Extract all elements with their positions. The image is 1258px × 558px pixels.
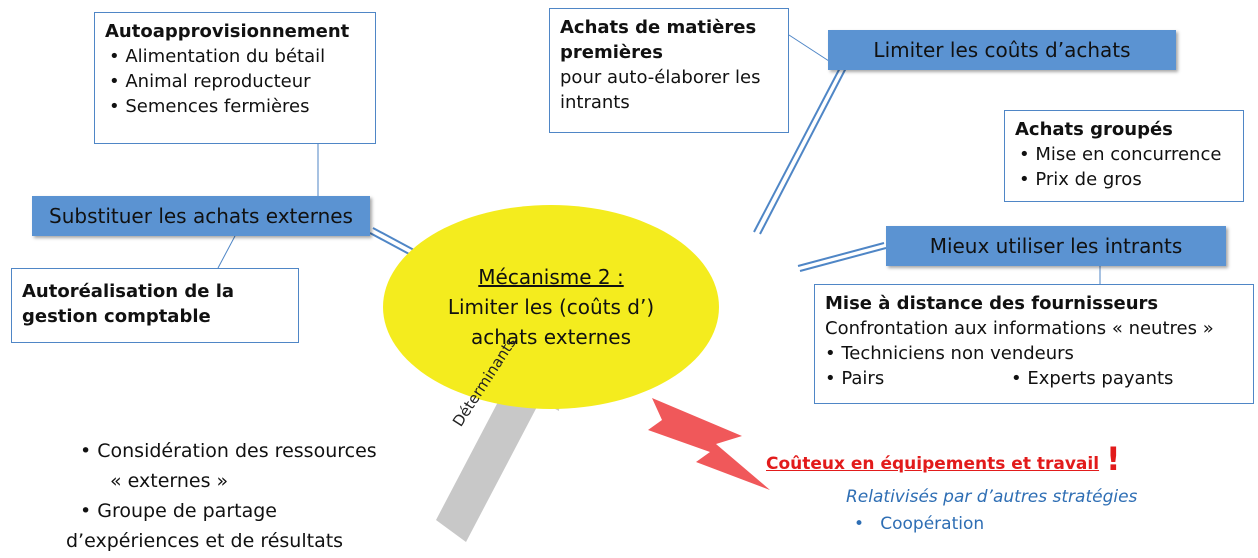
box-achats-groupes: Achats groupés Mise en concurrence Prix … [1004, 110, 1244, 202]
box-text: pour auto-élaborer les [560, 67, 761, 88]
box-heading: premières [560, 42, 663, 63]
label-mieux-utiliser: Mieux utiliser les intrants [886, 226, 1226, 266]
label-limiter-couts: Limiter les coûts d’achats [828, 30, 1176, 70]
box-autoapprovisionnement: Autoapprovisionnement Alimentation du bé… [94, 12, 376, 144]
box-heading: Autoréalisation de la [22, 281, 235, 302]
relativises-block: Relativisés par d’autres stratégies • Co… [846, 484, 1137, 538]
box-mise-a-distance: Mise à distance des fournisseurs Confron… [814, 284, 1254, 404]
center-line: achats externes [470, 325, 631, 349]
list-item: Semences fermières [105, 94, 365, 119]
determinant-item: « externes » [110, 470, 229, 492]
list-item-text: Techniciens non vendeurs [841, 343, 1074, 364]
center-title: Mécanisme 2 : [478, 265, 624, 289]
box-autorealisation: Autoréalisation de la gestion comptable [11, 268, 299, 343]
exclamation-icon: ! [1106, 440, 1121, 478]
list-item-row: • Pairs • Experts payants [825, 366, 1243, 391]
box-text: intrants [560, 92, 630, 113]
box-heading: gestion comptable [22, 306, 211, 327]
determinant-item: • Groupe de partage [80, 500, 277, 522]
box-text: Confrontation aux informations « neutres… [825, 318, 1214, 339]
label-substituer-achats: Substituer les achats externes [32, 196, 370, 236]
list-item-text: Experts payants [1027, 368, 1174, 389]
box-achats-matieres: Achats de matières premières pour auto-é… [549, 8, 789, 133]
box-heading: Mise à distance des fournisseurs [825, 293, 1159, 314]
box-heading: Achats de matières [560, 17, 757, 38]
list-item: Animal reproducteur [105, 69, 365, 94]
relativises-item-text: Coopération [880, 514, 985, 534]
list-item: Mise en concurrence [1015, 142, 1233, 167]
lightning-icon [648, 398, 770, 490]
connector-matieres [788, 34, 833, 64]
determinant-item: • Considération des ressources [80, 440, 377, 462]
connector-autorealisation [217, 235, 236, 269]
list-item: • Techniciens non vendeurs [825, 343, 1074, 364]
box-list: Mise en concurrence Prix de gros [1015, 142, 1233, 192]
center-line: Limiter les (coûts d’) [447, 295, 655, 319]
list-item: Prix de gros [1015, 167, 1233, 192]
list-item: • Pairs [825, 368, 885, 389]
box-list: Alimentation du bétail Animal reproducte… [105, 44, 365, 119]
list-item: • Experts payants [1011, 368, 1174, 389]
warning-text: Coûteux en équipements et travail [766, 454, 1100, 474]
branch-lines [369, 63, 887, 272]
determinants-list: • Considération des ressources « externe… [66, 436, 377, 556]
box-heading: Achats groupés [1015, 119, 1173, 140]
relativises-item: • Coopération [854, 514, 985, 534]
list-item-text: Pairs [841, 368, 885, 389]
relativises-title: Relativisés par d’autres stratégies [846, 487, 1138, 507]
determinant-item: d’expériences et de résultats [66, 530, 344, 552]
central-ellipse: Mécanisme 2 : Limiter les (coûts d’) ach… [383, 205, 719, 409]
list-item: Alimentation du bétail [105, 44, 365, 69]
box-heading: Autoapprovisionnement [105, 21, 350, 42]
